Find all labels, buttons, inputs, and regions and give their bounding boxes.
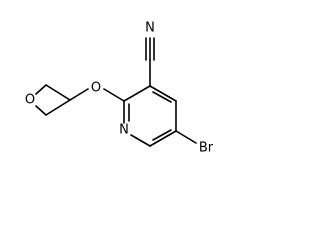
bond-c3-c4-inner (152, 91, 172, 103)
oxetane-ring (35, 84, 71, 116)
oxetane-bond-o-top (35, 84, 47, 95)
bond-c5-br (175, 130, 197, 144)
bond-c5-c6 (149, 130, 177, 147)
nitrile-group (145, 37, 155, 87)
oxetane-bond-top (45, 84, 71, 101)
ring-nitrogen-label: N (119, 123, 129, 138)
bond-c2-o (103, 88, 125, 102)
bromine-label: Br (199, 141, 214, 156)
oxetane-bond-o-bottom (35, 105, 47, 116)
oxetane-oxygen-label: O (25, 93, 35, 108)
bond-c3-c2 (123, 85, 151, 102)
bond-o-ch (69, 88, 89, 101)
ether-linkage (69, 88, 125, 102)
oxetane-bond-right (45, 99, 71, 116)
bond-c5-c6-inner (152, 129, 172, 141)
pyridine-ring (123, 85, 177, 147)
bond-c6-n1 (130, 134, 151, 147)
bond-c3-c4 (149, 85, 177, 102)
chemical-structure: N O N O Br (25, 21, 214, 156)
ether-oxygen-label: O (91, 81, 101, 96)
nitrile-nitrogen-label: N (145, 21, 155, 36)
